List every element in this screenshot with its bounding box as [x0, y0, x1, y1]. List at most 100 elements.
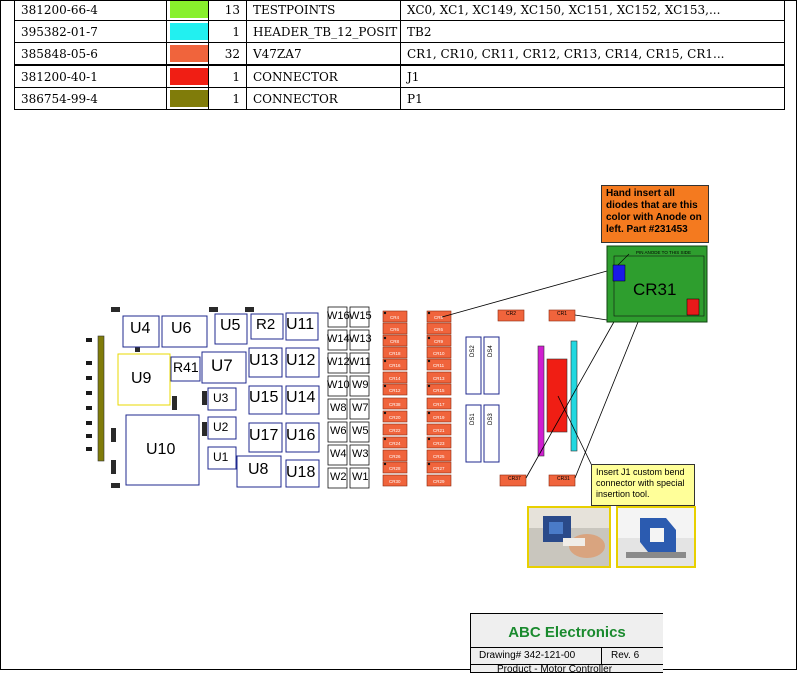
u7-outline	[201, 351, 247, 384]
u7-label: U7	[211, 356, 233, 375]
svg-text:CR17: CR17	[433, 402, 445, 407]
description: CONNECTOR	[246, 87, 401, 110]
u3-label: U3	[213, 391, 229, 405]
revision: Rev. 6	[611, 650, 640, 661]
svg-text:CR16: CR16	[389, 363, 401, 368]
u9-label: U9	[131, 370, 152, 387]
svg-text:CR38: CR38	[389, 402, 401, 407]
part-number: 386754-99-4	[14, 87, 167, 110]
u3-outline	[207, 387, 237, 411]
ds4-outline	[483, 336, 500, 395]
u15-label: U15	[249, 389, 279, 406]
u4-label: U4	[130, 320, 151, 337]
svg-text:CR27: CR27	[433, 466, 445, 471]
color-swatch	[166, 20, 209, 43]
svg-text:CR22: CR22	[389, 428, 401, 433]
u11-label: U11	[286, 316, 315, 333]
u12-outline	[285, 347, 320, 378]
svg-text:CR14: CR14	[389, 376, 401, 381]
ds1-label: DS1	[470, 413, 476, 425]
w15-label: W15	[349, 310, 372, 322]
w1-label: W1	[352, 471, 369, 483]
u17-outline	[248, 422, 283, 453]
r41-outline	[170, 356, 201, 382]
reference-designators: TB2	[400, 20, 785, 43]
company-name: ABC Electronics	[508, 624, 626, 641]
zoom-inset-label: CR31	[633, 280, 677, 299]
svg-text:CR25: CR25	[433, 454, 445, 459]
svg-text:CR24: CR24	[389, 441, 401, 446]
quantity: 32	[208, 42, 247, 66]
w7-label: W7	[352, 402, 369, 414]
u14-label: U14	[286, 389, 316, 406]
svg-text:CR6: CR6	[390, 327, 399, 332]
w3-label: W3	[352, 448, 369, 460]
r41-label: R41	[173, 359, 199, 375]
u17-label: U17	[249, 427, 279, 444]
u6-label: U6	[171, 320, 192, 337]
u10-label: U10	[146, 441, 176, 458]
zoom-inset-note: PIN ANODE TO THIS SIDE	[636, 250, 692, 255]
color-swatch-fill	[170, 90, 208, 107]
j1-insert-callout: Insert J1 custom bend connector with spe…	[591, 464, 695, 506]
svg-text:CR9: CR9	[434, 339, 443, 344]
w13-label: W13	[349, 333, 372, 345]
ds1-outline	[465, 404, 482, 463]
u4-outline	[122, 315, 160, 348]
ds3-outline	[483, 404, 500, 463]
p1-connector	[97, 335, 105, 462]
cr31-diode	[548, 474, 576, 487]
part-number: 381200-40-1	[14, 64, 167, 88]
u2-outline	[207, 416, 237, 440]
u9-outline	[117, 353, 171, 406]
u18-outline	[285, 459, 320, 488]
cr-diode-column-right	[426, 310, 452, 487]
tb2-header	[570, 340, 578, 452]
ds4-label: DS4	[488, 345, 494, 357]
cr37-diode	[499, 474, 527, 487]
u10-outline	[125, 414, 200, 486]
zoom-anode-marker	[612, 264, 626, 282]
connector-photo	[616, 506, 696, 568]
svg-text:CR13: CR13	[433, 376, 445, 381]
cr31-label: CR31	[557, 476, 570, 482]
w4-label: W4	[330, 448, 347, 460]
part-number: 395382-01-7	[14, 20, 167, 43]
color-swatch-fill	[170, 68, 208, 85]
diode-insert-callout: Hand insert all diodes that are this col…	[601, 185, 709, 243]
title-block-row: Drawing# 342-121-00 Rev. 6	[471, 647, 663, 665]
drawing-number: Drawing# 342-121-00	[479, 650, 576, 661]
svg-text:CR15: CR15	[433, 388, 445, 393]
u1-outline	[207, 446, 237, 470]
svg-text:CR11: CR11	[433, 363, 445, 368]
cr1-diode	[548, 309, 576, 322]
u8-label: U8	[248, 461, 269, 478]
ds2-outline	[465, 336, 482, 395]
svg-text:CR28: CR28	[389, 466, 401, 471]
w16-label: W16	[327, 310, 350, 322]
r2-label: R2	[256, 316, 276, 333]
svg-text:CR6: CR6	[434, 327, 443, 332]
u16-label: U16	[286, 427, 316, 444]
cr1-label: CR1	[557, 311, 568, 317]
zoom-cathode-marker	[686, 298, 700, 316]
quantity: 1	[208, 20, 247, 43]
w8-label: W8	[330, 402, 347, 414]
w12-label: W12	[327, 356, 350, 368]
svg-text:CR5: CR5	[434, 315, 443, 320]
left-pin-row	[86, 338, 92, 451]
u15-outline	[248, 385, 283, 415]
w2-label: W2	[330, 471, 347, 483]
svg-text:CR4: CR4	[390, 315, 399, 320]
u5-outline	[214, 313, 248, 345]
svg-text:CR12: CR12	[389, 388, 401, 393]
u1-label: U1	[213, 450, 229, 464]
w6-label: W6	[330, 425, 347, 437]
u16-outline	[285, 422, 320, 453]
svg-text:CR26: CR26	[389, 454, 401, 459]
